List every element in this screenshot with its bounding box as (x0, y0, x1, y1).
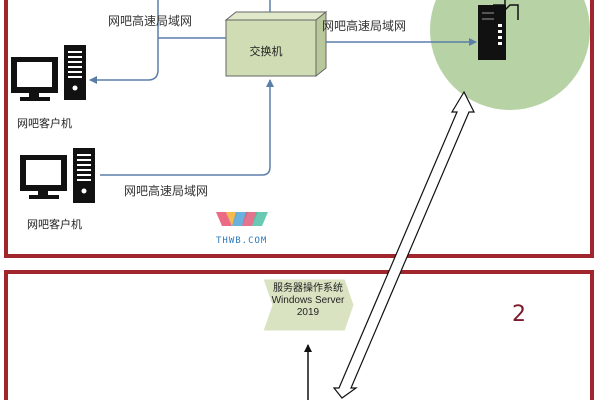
desktop-computer-icon (11, 45, 86, 101)
os-line-1: 服务器操作系统 (273, 283, 343, 294)
client-label-2: 网吧客户机 (27, 218, 82, 231)
client-label-1: 网吧客户机 (17, 117, 72, 130)
thwb-logo-icon (216, 212, 268, 226)
section-number: 2 (512, 302, 526, 327)
section-1-frame (4, 0, 594, 258)
watermark-text: THWB.COM (216, 236, 268, 246)
lan-label-top-right: 网吧高速局域网 (322, 19, 407, 33)
server-zone (430, 0, 590, 110)
server-tower-icon (478, 0, 519, 60)
os-name: 服务器操作系统 Windows Server 2019 (265, 283, 351, 319)
double-arrow (332, 90, 475, 399)
switch-box (224, 10, 328, 78)
lan-label-top-left: 网吧高速局域网 (108, 14, 193, 28)
desktop-computer-icon (20, 148, 95, 203)
os-line-2: Windows Server (271, 295, 345, 306)
os-line-3: 2019 (296, 307, 320, 318)
section-2-frame (4, 270, 594, 400)
lan-connectors (89, 0, 477, 176)
switch-label: 交换机 (249, 45, 283, 58)
lan-label-bottom: 网吧高速局域网 (124, 184, 209, 198)
os-box (262, 278, 355, 332)
